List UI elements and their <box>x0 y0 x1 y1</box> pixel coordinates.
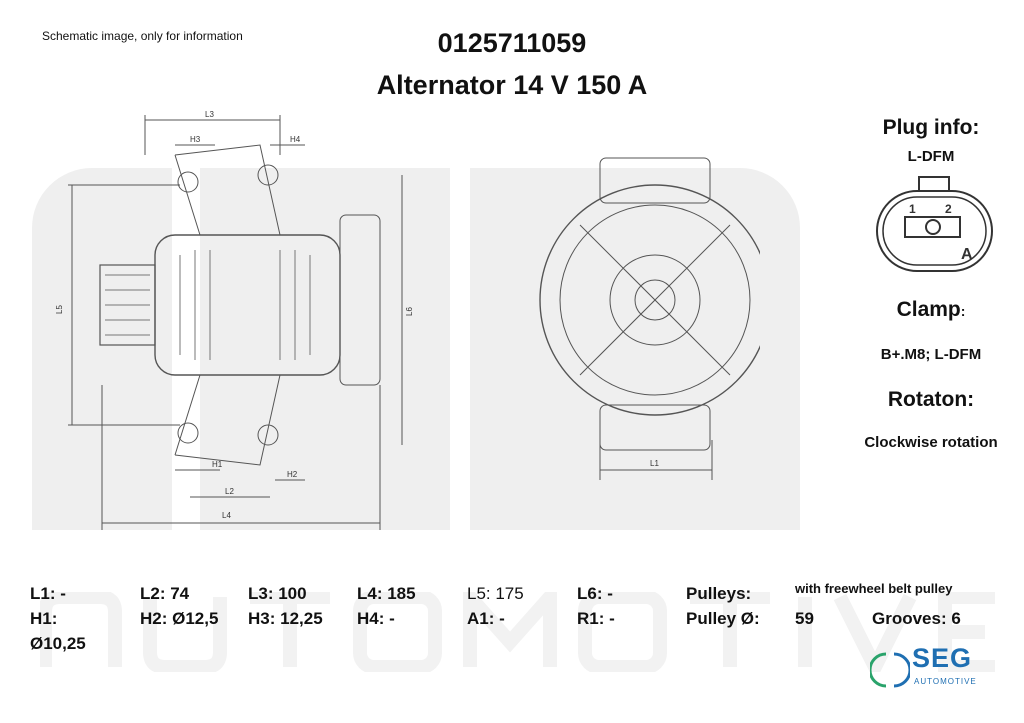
seg-logo-sub: AUTOMOTIVE <box>914 677 977 686</box>
watermark-automotive <box>40 592 995 672</box>
rotation-heading: Rotaton: <box>887 388 975 411</box>
clamp-value: B+.M8; L-DFM <box>880 346 982 363</box>
seg-logo-brand: SEG <box>912 643 973 673</box>
spec-h1-value: Ø10,25 <box>30 634 86 653</box>
spec-l2: L2: 74 <box>140 584 190 603</box>
plug-pin-2: 2 <box>945 202 952 216</box>
clamp-heading-text: Clamp <box>896 298 961 321</box>
plug-connector-icon: 1 2 A <box>876 176 993 272</box>
dim-label-l2: L2 <box>225 487 234 496</box>
spec-h3: H3: 12,25 <box>248 609 323 628</box>
plug-pin-1: 1 <box>909 202 916 216</box>
front-view-drawing: L1 <box>539 157 760 480</box>
spec-l1: L1: - <box>30 584 66 603</box>
seg-logo-ring-icon <box>870 652 910 688</box>
dim-label-l4: L4 <box>222 511 231 520</box>
pulleys-value: with freewheel belt pulley <box>795 581 953 596</box>
dim-label-h4: H4 <box>290 135 301 144</box>
dim-label-l3: L3 <box>205 110 214 119</box>
pulleys-label: Pulleys: <box>686 584 752 603</box>
part-number: 0125711059 <box>437 28 587 58</box>
spec-l5: L5: 175 <box>467 584 524 603</box>
plug-pin-a: A <box>961 246 973 263</box>
dim-label-l5: L5 <box>55 305 64 314</box>
clamp-heading: Clamp: <box>838 298 1024 322</box>
spec-h4: H4: - <box>357 609 395 628</box>
spec-h1: H1: <box>30 609 58 628</box>
dim-label-h3: H3 <box>190 135 201 144</box>
dim-label-l1: L1 <box>650 459 659 468</box>
plug-info-heading: Plug info: <box>882 116 980 139</box>
pulley-diameter-value: 59 <box>795 609 814 628</box>
grooves-value: Grooves: 6 <box>872 609 961 628</box>
rotation-value: Clockwise rotation <box>864 434 998 451</box>
schematic-note: Schematic image, only for information <box>42 29 243 43</box>
spec-l6: L6: - <box>577 584 613 603</box>
side-view-drawing: L3 H3 H4 L5 L6 H1 H2 L2 L4 <box>55 110 414 530</box>
watermark-e <box>200 168 450 530</box>
spec-l3: L3: 100 <box>248 584 307 603</box>
spec-a1: A1: - <box>467 609 505 628</box>
clamp-colon: : <box>960 303 966 319</box>
dim-label-l6: L6 <box>405 307 414 316</box>
product-title: Alternator 14 V 150 A <box>376 70 648 100</box>
pulley-diameter-label: Pulley Ø: <box>686 609 760 628</box>
plug-info-value: L-DFM <box>907 148 955 165</box>
spec-h2: H2: Ø12,5 <box>140 609 219 628</box>
seg-logo: SEG AUTOMOTIVE <box>870 643 1000 693</box>
dim-label-h1: H1 <box>212 460 223 469</box>
spec-l4: L4: 185 <box>357 584 416 603</box>
spec-r1: R1: - <box>577 609 615 628</box>
dim-label-h2: H2 <box>287 470 298 479</box>
